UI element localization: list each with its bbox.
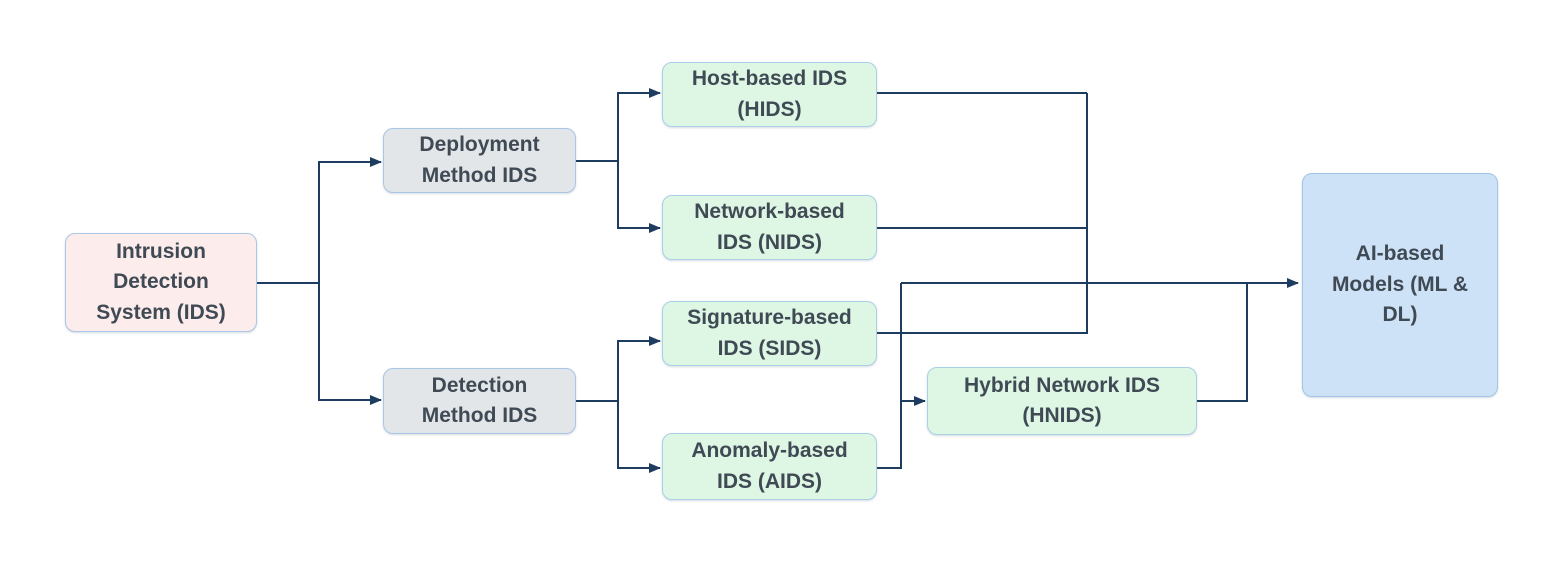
node-sids-label: Signature-based IDS (SIDS) (687, 306, 852, 360)
edge-ids-to-deployment (257, 157, 382, 284)
edge-deployment-to-hids (576, 88, 661, 162)
edge-ids-to-detection (257, 282, 382, 405)
node-hids-label: Host-based IDS (HIDS) (691, 67, 848, 121)
node-sids: Signature-based IDS (SIDS) (662, 301, 877, 366)
node-detection-label: Detection Method IDS (421, 373, 538, 427)
node-ids: Intrusion Detection System (IDS) (65, 233, 257, 332)
node-nids-label: Network-based IDS (NIDS) (694, 200, 845, 254)
node-detection: Detection Method IDS (383, 368, 576, 434)
node-deployment: Deployment Method IDS (383, 128, 576, 193)
node-aids: Anomaly-based IDS (AIDS) (662, 433, 877, 500)
node-aids-label: Anomaly-based IDS (AIDS) (691, 439, 848, 493)
edge-detection-to-sids (576, 336, 661, 402)
node-nids: Network-based IDS (NIDS) (662, 195, 877, 260)
node-ids-label: Intrusion Detection System (IDS) (96, 239, 226, 324)
node-deployment-label: Deployment Method IDS (419, 133, 540, 187)
edge-sids-to-junction (877, 93, 1088, 334)
node-hnids: Hybrid Network IDS (HNIDS) (927, 367, 1197, 435)
node-ai-label: AI-based Models (ML & DL) (1331, 242, 1469, 327)
edge-detection-to-aids (576, 400, 661, 473)
edge-hnids-to-junction (1197, 284, 1248, 402)
node-ai: AI-based Models (ML & DL) (1302, 173, 1498, 397)
node-hids: Host-based IDS (HIDS) (662, 62, 877, 127)
node-hnids-label: Hybrid Network IDS (HNIDS) (963, 373, 1161, 427)
edge-deployment-to-nids (576, 160, 661, 233)
edge-aids-to-junction (877, 283, 902, 469)
